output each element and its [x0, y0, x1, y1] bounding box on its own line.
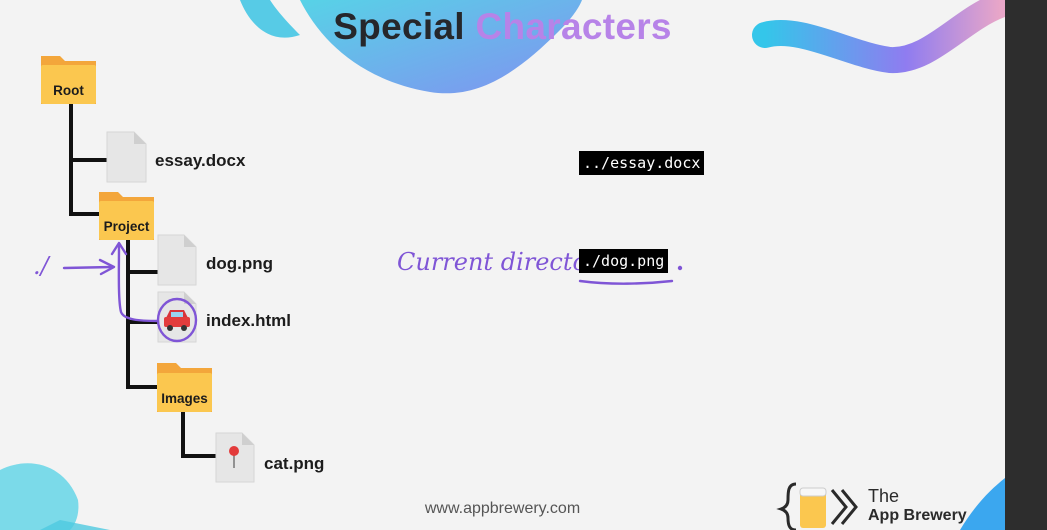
- window-side-panel: [1005, 0, 1047, 530]
- file-label-dog: dog.png: [206, 254, 274, 273]
- annotation-dot-slash: ./: [33, 252, 49, 280]
- brand-line-1: The: [868, 486, 900, 506]
- file-label-cat: cat.png: [264, 454, 325, 473]
- parent-path-code: ../essay.docx: [579, 151, 705, 175]
- brand-line-2: App Brewery: [868, 507, 967, 524]
- slide-title: Special Characters: [0, 6, 1005, 48]
- folder-label-project: Project: [103, 219, 150, 234]
- background-decoration: [0, 0, 1005, 530]
- file-label-index: index.html: [206, 311, 292, 330]
- folder-label-root: Root: [53, 83, 84, 98]
- current-path-code: ./dog.png: [579, 249, 669, 273]
- title-word-characters: Characters: [475, 6, 672, 47]
- annotation-current-directory: Current director: [397, 248, 599, 276]
- file-label-essay: essay.docx: [155, 151, 246, 170]
- footer-url: www.appbrewery.com: [424, 500, 581, 517]
- title-word-special: Special: [333, 6, 465, 47]
- slide: Special Characters Root essay.docx Proje…: [0, 0, 1005, 530]
- folder-label-images: Images: [161, 391, 208, 406]
- brand-name: The App Brewery: [868, 487, 967, 525]
